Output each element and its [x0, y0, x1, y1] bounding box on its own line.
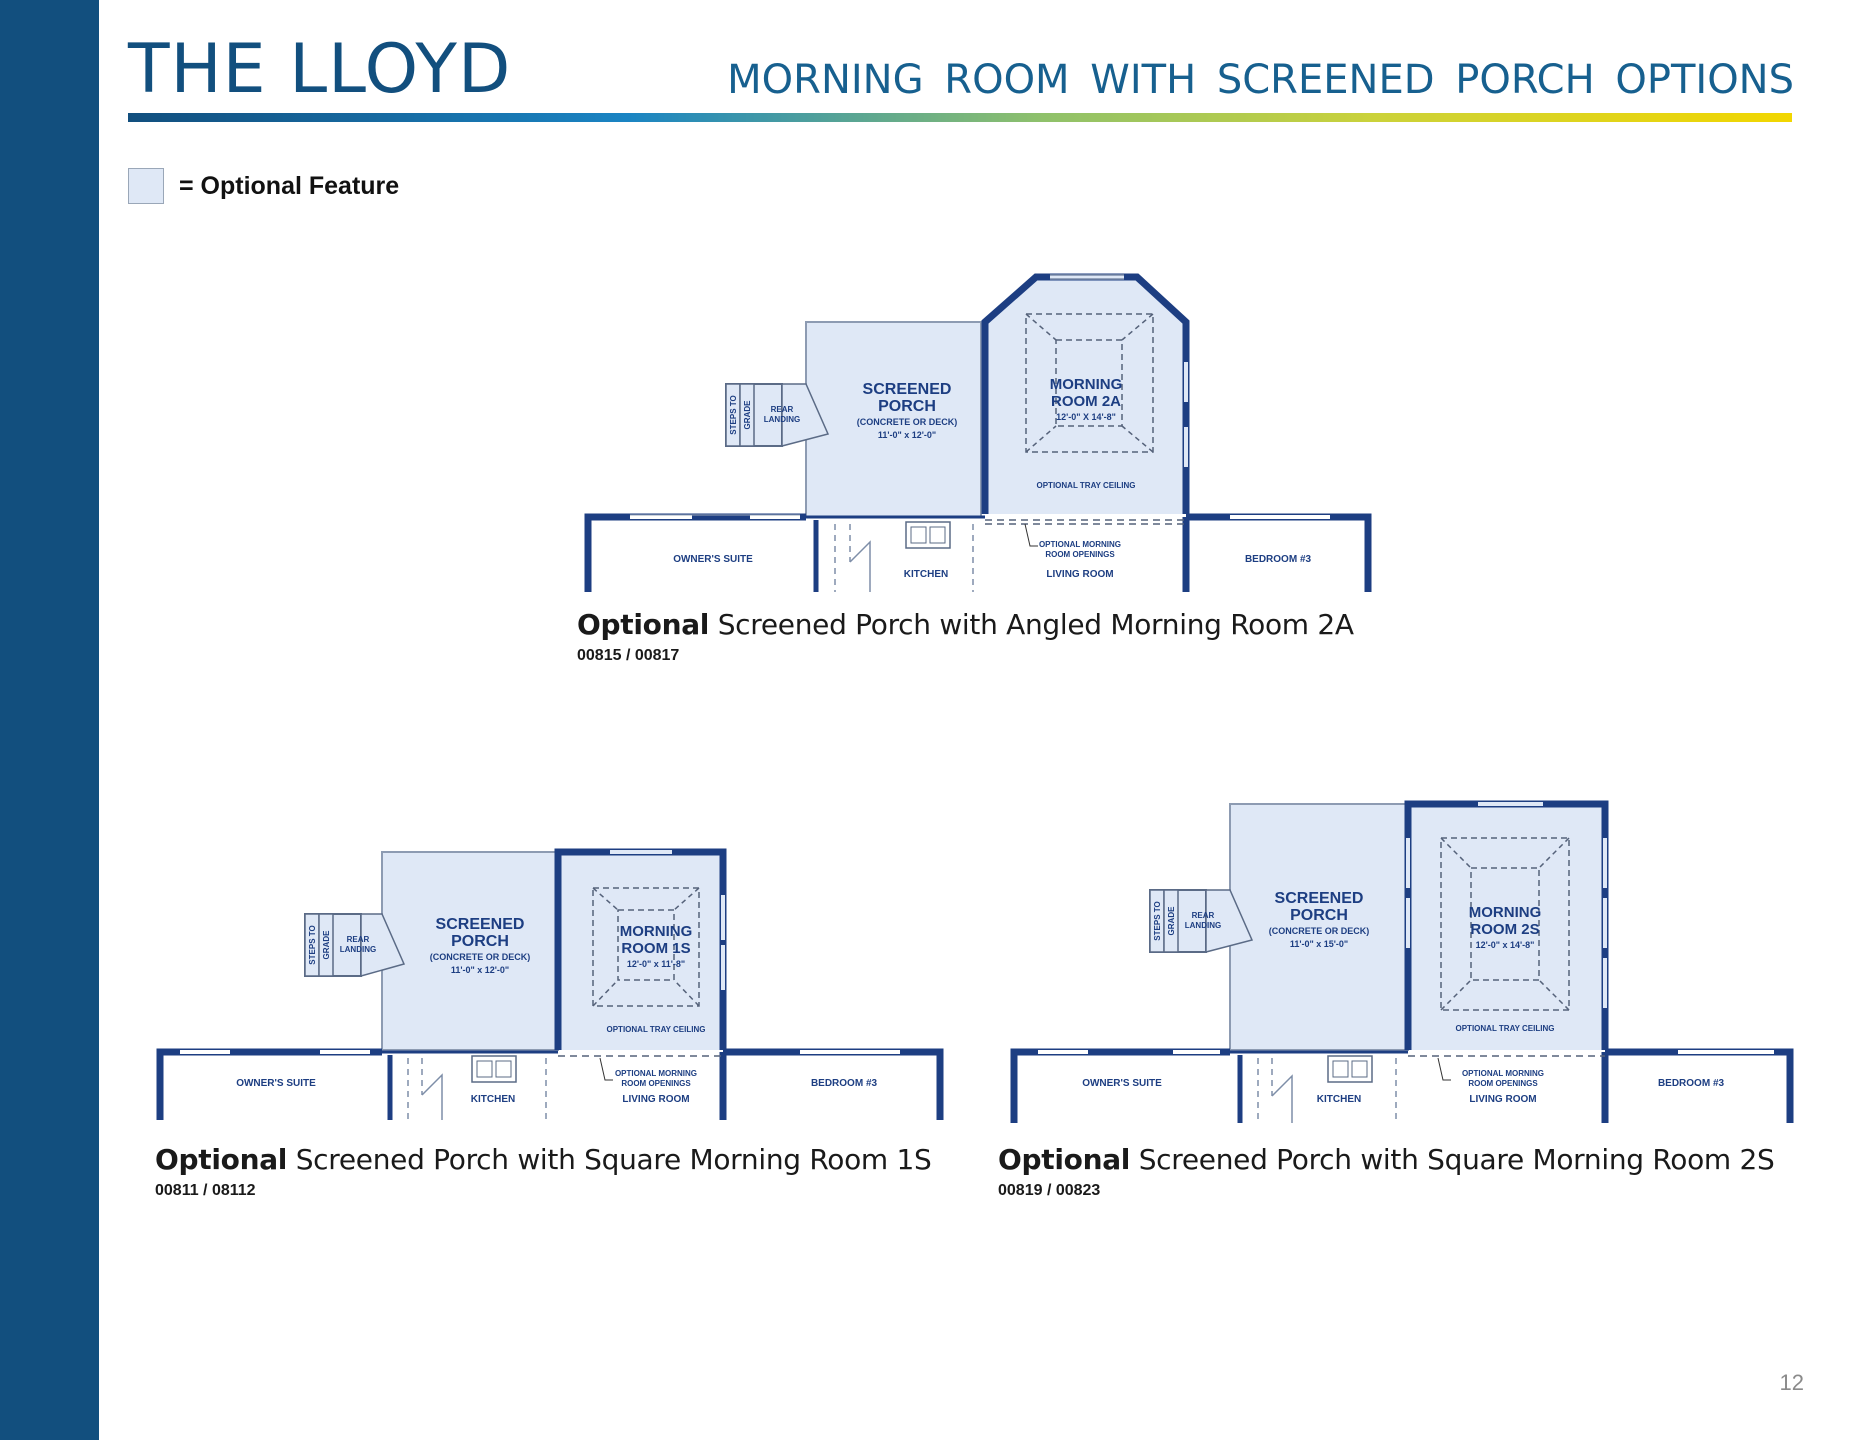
morning-size: 12'-0" x 14'-8" [1476, 940, 1535, 950]
morning-label-line1: MORNING [1050, 376, 1123, 393]
optional-feature-swatch [128, 168, 164, 204]
porch-label-line2: PORCH [878, 398, 936, 415]
floor-plan-2a-drawing: SCREENED PORCH (CONCRETE OR DECK) 11'-0"… [584, 273, 1372, 592]
caption-text: Screened Porch with Angled Morning Room … [709, 608, 1354, 641]
porch-material: (CONCRETE OR DECK) [430, 952, 531, 962]
plan-caption-2s: Optional Screened Porch with Square Morn… [998, 1143, 1775, 1200]
left-sidebar-bar [0, 0, 99, 1440]
screened-porch-area [805, 321, 982, 518]
openings-label-line1: OPTIONAL MORNING [1039, 540, 1121, 549]
floor-plan-2s: SCREENED PORCH (CONCRETE OR DECK) 11'-0"… [998, 798, 1798, 1130]
porch-label-line1: SCREENED [436, 916, 525, 933]
openings-label-line2: ROOM OPENINGS [1468, 1079, 1538, 1088]
landing-label-line1: REAR [1192, 911, 1215, 920]
page-number: 12 [1779, 1370, 1804, 1395]
tray-ceiling-label: OPTIONAL TRAY CEILING [1456, 1024, 1555, 1033]
tray-ceiling-label: OPTIONAL TRAY CEILING [607, 1025, 706, 1034]
bedroom-label: BEDROOM #3 [1245, 554, 1312, 565]
tray-ceiling-label: OPTIONAL TRAY CEILING [1037, 481, 1136, 490]
page-subtitle: MORNING ROOM WITH SCREENED PORCH OPTIONS [727, 57, 1794, 103]
option-code: 00819 / 00823 [998, 1182, 1101, 1199]
living-room-label: LIVING ROOM [1046, 569, 1113, 580]
bedroom-label: BEDROOM #3 [1658, 1078, 1725, 1089]
landing-label-line2: LANDING [1185, 921, 1221, 930]
floor-plan-2a: SCREENED PORCH (CONCRETE OR DECK) 11'-0"… [560, 262, 1400, 602]
openings-label-line2: ROOM OPENINGS [1045, 550, 1115, 559]
morning-size: 12'-0" X 14'-8" [1056, 412, 1116, 422]
porch-label-line1: SCREENED [1275, 890, 1364, 907]
caption-bold: Optional [577, 608, 710, 641]
kitchen-label: KITCHEN [1317, 1094, 1361, 1105]
morning-label-line2: ROOM 2A [1051, 393, 1121, 410]
landing-label-line1: REAR [771, 405, 794, 414]
option-code: 00811 / 08112 [155, 1182, 256, 1199]
legend: = Optional Feature [128, 168, 399, 204]
porch-size: 11'-0" x 12'-0" [878, 430, 936, 440]
owners-suite-label: OWNER'S SUITE [1082, 1078, 1162, 1089]
porch-material: (CONCRETE OR DECK) [857, 417, 958, 427]
floor-plan-1s-drawing: SCREENED PORCH (CONCRETE OR DECK) 11'-0"… [156, 848, 944, 1120]
kitchen-label: KITCHEN [904, 569, 948, 580]
morning-label-line2: ROOM 2S [1470, 921, 1539, 938]
porch-label-line1: SCREENED [863, 381, 952, 398]
caption-bold: Optional [998, 1143, 1131, 1176]
living-room-label: LIVING ROOM [1469, 1094, 1536, 1105]
porch-label-line2: PORCH [451, 933, 509, 950]
porch-material: (CONCRETE OR DECK) [1269, 926, 1370, 936]
openings-label-line1: OPTIONAL MORNING [1462, 1069, 1544, 1078]
floor-plan-1s: SCREENED PORCH (CONCRETE OR DECK) 11'-0"… [150, 840, 950, 1130]
header-gradient-rule [128, 113, 1792, 122]
owners-suite-label: OWNER'S SUITE [673, 554, 753, 565]
steps-label-line1: STEPS TO [308, 925, 317, 964]
porch-size: 11'-0" x 12'-0" [451, 965, 509, 975]
living-room-label: LIVING ROOM [622, 1094, 689, 1105]
kitchen-label: KITCHEN [471, 1094, 515, 1105]
caption-text: Screened Porch with Square Morning Room … [1130, 1143, 1775, 1176]
owners-suite-label: OWNER'S SUITE [236, 1078, 316, 1089]
steps-label-line2: GRADE [1167, 906, 1176, 936]
morning-label-line1: MORNING [620, 923, 693, 940]
morning-label-line2: ROOM 1S [621, 940, 690, 957]
landing-label-line2: LANDING [340, 945, 376, 954]
landing-label-line2: LANDING [764, 415, 800, 424]
legend-label: = Optional Feature [179, 171, 400, 200]
plan-caption-1s: Optional Screened Porch with Square Morn… [155, 1143, 932, 1200]
bedroom-label: BEDROOM #3 [811, 1078, 878, 1089]
openings-label-line1: OPTIONAL MORNING [615, 1069, 697, 1078]
floor-plan-2s-drawing: SCREENED PORCH (CONCRETE OR DECK) 11'-0"… [1010, 800, 1794, 1123]
plan-caption-2a: Optional Screened Porch with Angled Morn… [577, 608, 1354, 665]
porch-size: 11'-0" x 15'-0" [1290, 939, 1348, 949]
steps-label-line2: GRADE [743, 400, 752, 430]
caption-text: Screened Porch with Square Morning Room … [287, 1143, 932, 1176]
porch-label-line2: PORCH [1290, 907, 1348, 924]
morning-room-area [985, 277, 1186, 514]
steps-label-line1: STEPS TO [729, 395, 738, 434]
steps-label-line2: GRADE [322, 930, 331, 960]
steps-label-line1: STEPS TO [1153, 901, 1162, 940]
option-code: 00815 / 00817 [577, 647, 680, 664]
morning-size: 12'-0" x 11'-8" [627, 959, 685, 969]
caption-bold: Optional [155, 1143, 288, 1176]
openings-label-line2: ROOM OPENINGS [621, 1079, 691, 1088]
landing-label-line1: REAR [347, 935, 370, 944]
morning-label-line1: MORNING [1469, 904, 1542, 921]
page-title: THE LLOYD [128, 30, 512, 109]
